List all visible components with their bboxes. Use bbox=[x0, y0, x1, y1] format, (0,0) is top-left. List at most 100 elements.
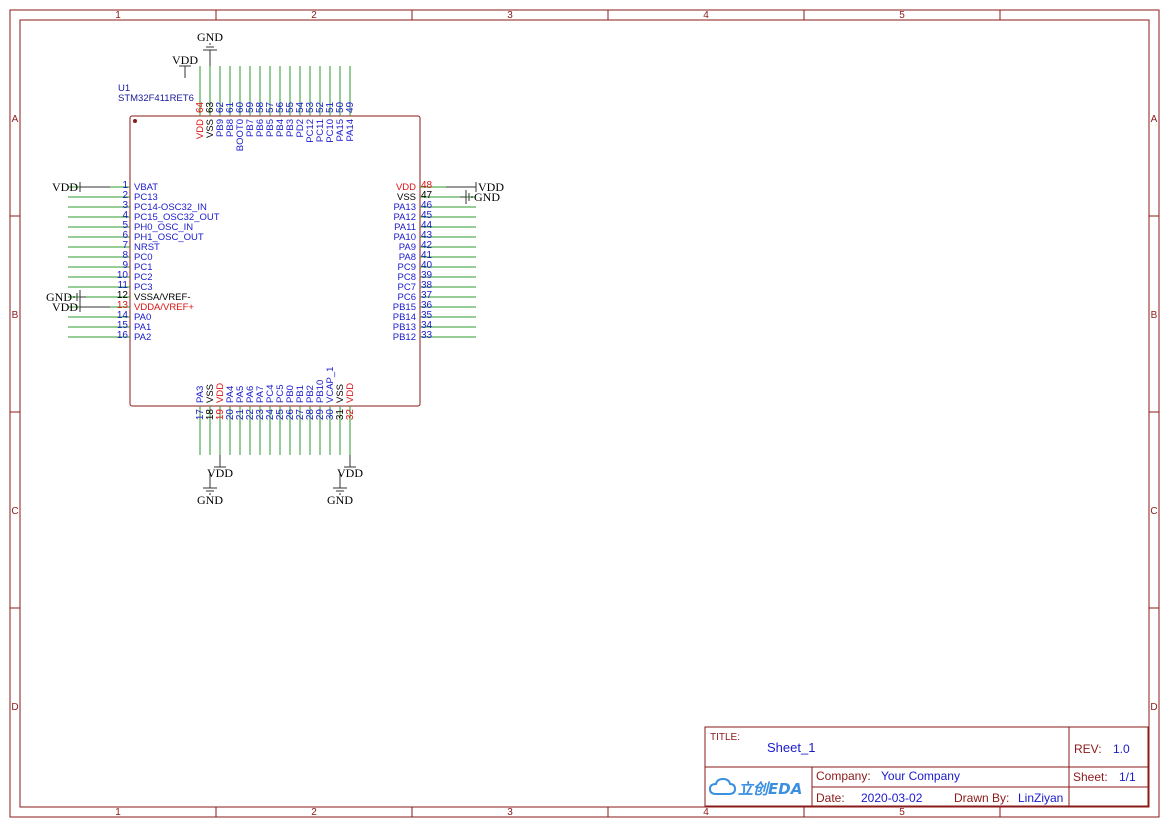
pin-number: 29 bbox=[315, 409, 326, 421]
pin-name: PC14-OSC32_IN bbox=[134, 202, 207, 213]
pin-number: 25 bbox=[275, 409, 286, 421]
vdd-symbol: VDD bbox=[52, 180, 110, 194]
net-label: VDD bbox=[207, 466, 233, 480]
pin-number: 36 bbox=[421, 300, 433, 311]
pin-name: PB4 bbox=[275, 119, 286, 137]
pin-number: 55 bbox=[285, 101, 296, 113]
pin-number: 7 bbox=[122, 240, 128, 251]
component-u1[interactable]: U1 STM32F411RET6 bbox=[118, 83, 421, 407]
pin-name: PA4 bbox=[225, 386, 236, 403]
pin-name: PB10 bbox=[315, 380, 326, 403]
pin-name: VSSA/VREF- bbox=[134, 292, 191, 303]
pin-number: 10 bbox=[117, 270, 129, 281]
pin-number: 17 bbox=[195, 409, 206, 421]
part-number-label: STM32F411RET6 bbox=[118, 93, 194, 104]
zone-col-top-1: 1 bbox=[115, 10, 121, 21]
pin-name: PB1 bbox=[295, 385, 306, 403]
pin-name: PA0 bbox=[134, 312, 151, 323]
pin-3[interactable]: 3 PC14-OSC32_IN bbox=[68, 200, 207, 213]
pin-number: 4 bbox=[122, 210, 128, 221]
pin-name: PC3 bbox=[134, 282, 152, 293]
outer-border bbox=[9, 9, 1160, 818]
pin-29[interactable]: 29 PB10 bbox=[315, 380, 326, 455]
pin-number: 64 bbox=[195, 101, 206, 113]
pin-number: 5 bbox=[122, 220, 128, 231]
pin-number: 12 bbox=[117, 290, 129, 301]
pin-name: PB13 bbox=[393, 322, 416, 333]
drawn-by-value: LinZiyan bbox=[1018, 791, 1063, 805]
pin-name: VSS bbox=[205, 119, 216, 138]
net-label: VDD bbox=[337, 466, 363, 480]
pin-12[interactable]: 12 VSSA/VREF- bbox=[68, 290, 191, 303]
pin-number: 46 bbox=[421, 200, 433, 211]
pin-number: 40 bbox=[421, 260, 433, 271]
pin-40[interactable]: 40 PC9 bbox=[398, 260, 476, 273]
pin-name: PC9 bbox=[398, 262, 416, 273]
pin-number: 62 bbox=[215, 101, 226, 113]
pin-number: 9 bbox=[122, 260, 128, 271]
pin-name: PB5 bbox=[265, 119, 276, 137]
pin-number: 3 bbox=[122, 200, 128, 211]
zone-col-top-3: 3 bbox=[507, 10, 513, 21]
pin-number: 42 bbox=[421, 240, 433, 251]
